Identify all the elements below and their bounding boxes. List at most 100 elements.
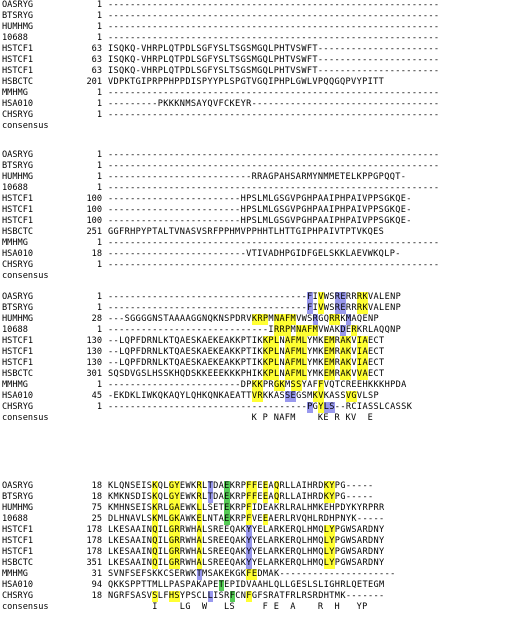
residue: D [340,325,346,336]
residue: L [163,503,169,513]
residue: - [202,325,208,335]
residue: R [235,514,241,524]
residue: A [257,580,263,590]
residue: S [130,492,136,502]
residue: P [240,503,247,513]
sequence-name: BTSRYG [2,492,34,502]
residue: Y [179,591,186,601]
residue: N [373,525,380,535]
residue: R [279,325,285,336]
residue: E [323,347,330,358]
residue: I [251,347,258,357]
sequence-start-position: 28 [91,314,102,324]
residue: R [290,591,297,601]
residue: - [379,591,385,601]
residue: L [290,492,297,502]
residue: S [146,481,153,491]
residue: T [207,492,214,503]
residue: Q [108,580,114,590]
residue: E [290,391,297,402]
residue: Y [307,347,313,357]
residue: P [373,391,380,401]
residue: - [262,325,269,335]
residue: L [268,580,274,590]
residue: I [141,525,147,535]
sequence-name: CHSRYG [2,260,34,270]
residue: T [334,380,341,390]
residue: K [279,547,285,557]
residue: C [340,380,346,390]
residue: M [312,336,319,346]
residue: L [262,547,269,557]
residue: E [213,369,219,379]
residue: S [174,591,180,602]
residue: Y [329,525,335,536]
sequence-name: HSA010 [2,580,34,590]
residue: N [213,391,219,401]
residue: E [273,514,280,524]
residue: - [329,569,335,579]
residue: - [190,325,197,335]
residue: P [262,314,269,325]
aligned-sequence: LKESAAINQILGRRWHALSREEQAKYYELARKERQLHMQL… [108,547,385,558]
residue: Y [356,503,363,513]
residue: - [262,402,269,412]
residue: I [157,558,164,568]
residue: V [356,391,363,401]
residue: - [262,292,269,302]
residue: - [108,402,114,412]
residue: K [240,536,247,546]
residue: L [367,325,374,335]
residue: Y [251,558,258,568]
residue: R [334,292,341,303]
residue: L [273,358,280,369]
residue: A [130,525,136,535]
residue: Y [251,525,258,535]
residue: W [185,525,191,535]
residue: L [108,525,114,535]
residue: S [146,514,153,524]
residue: Y [301,380,308,390]
residue: F [312,380,319,390]
residue: G [373,580,380,590]
residue: S [351,536,357,546]
residue: A [135,525,142,535]
residue: Q [273,481,280,492]
sequence-start-position: 251 [86,227,102,237]
residue: W [345,525,352,535]
residue: - [124,380,131,390]
residue: - [356,514,363,524]
residue: M [334,591,341,601]
residue: K [273,569,280,579]
residue: E [340,292,346,303]
residue: S [224,314,230,324]
residue: Q [152,536,158,547]
residue: Q [323,314,330,324]
residue: W [185,569,191,579]
residue: - [240,402,247,412]
residue: - [229,303,236,313]
aligned-sequence: NGRFSASVSLFHSYPSCLLISRFCNFGFSRATFRLRSRDH… [108,591,385,602]
residue: A [224,336,230,346]
residue: - [168,402,175,412]
residue: - [213,380,219,390]
residue: W [345,547,352,557]
residue: G [340,558,346,568]
residue: - [362,569,368,579]
residue: - [113,325,120,335]
residue: S [351,558,357,568]
residue: S [395,402,402,412]
residue: K [152,481,158,492]
residue: L [262,558,269,568]
aligned-sequence: ----------------------------------------… [108,0,440,10]
residue: V [356,369,363,380]
consensus-sequence: K P NAFM KE R KV E [108,413,374,423]
residue: E [224,547,230,557]
residue: F [141,569,147,579]
residue: D [141,347,147,357]
